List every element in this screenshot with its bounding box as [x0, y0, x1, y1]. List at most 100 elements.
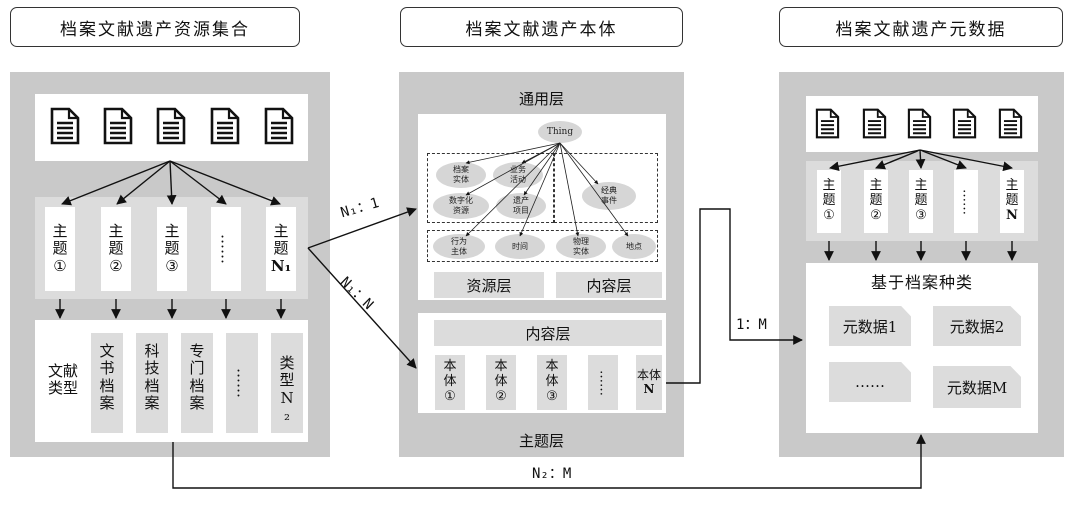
topic-char: 题	[1005, 193, 1019, 209]
thing-link	[523, 142, 561, 196]
topic-char: 主	[1005, 178, 1019, 194]
ontology-number: N	[643, 381, 655, 396]
title-resource-collection-text: 档案文献遗产资源集合	[60, 19, 250, 40]
topic-char: 题	[108, 239, 124, 258]
resource-group-frame	[427, 153, 554, 223]
fan-arrow	[169, 160, 281, 206]
topic-char: 题	[869, 193, 883, 209]
general-layer-label: 通用层	[518, 89, 564, 108]
metadata-topic-box-ellipsis: ……	[954, 170, 978, 233]
ontology-char: 本	[494, 359, 508, 375]
title-metadata: 档案文献遗产元数据	[779, 7, 1063, 47]
thing-link	[559, 142, 580, 237]
topic-char: 题	[822, 193, 836, 209]
n1-to-n-arrow	[307, 247, 417, 369]
resource-layer-label: 资源层	[434, 272, 544, 298]
ontology-number: ③	[546, 388, 558, 404]
fan-arrow	[875, 149, 921, 170]
n2-to-m-arrow	[172, 434, 926, 489]
ontology-ellipsis: ……	[596, 369, 612, 396]
time-node: 时间	[495, 234, 545, 259]
thing-link	[559, 142, 599, 185]
metadata-1-text: 元数据1	[842, 317, 898, 336]
physical-entity-node: 物理 实体	[556, 234, 606, 259]
document-type-label: 文献 类型	[47, 361, 78, 397]
doc-type-text: 类型N₂	[279, 354, 295, 424]
n2-to-m-label: N₂：M	[532, 466, 572, 482]
doc-type-ellipsis: ……	[233, 368, 252, 398]
fan-arrow	[169, 160, 227, 205]
topic-number: N₁	[270, 256, 292, 275]
metadata-ellipsis-card: ……	[829, 362, 911, 402]
topic-number: ②	[109, 256, 123, 275]
topic-char: 主	[108, 222, 124, 241]
place-node: 地点	[612, 234, 656, 259]
title-ontology: 档案文献遗产本体	[400, 7, 683, 47]
doc-type-text: 专门档案	[189, 342, 205, 412]
topic-layer-label: 主题层	[518, 431, 564, 450]
fan-arrow	[919, 149, 1013, 172]
topic-ellipsis: ……	[217, 234, 236, 264]
topic-number: ①	[53, 256, 67, 275]
entity-group-frame	[427, 230, 658, 262]
ontology-number: ②	[495, 388, 507, 404]
fan-arrow	[61, 160, 171, 206]
ontology-box-ellipsis: ……	[588, 355, 618, 410]
metadata-ellipsis-text: ……	[855, 373, 885, 391]
doc-type-box: 专门档案	[181, 333, 213, 433]
fan-arrow	[116, 160, 171, 205]
topic-char: 主	[914, 178, 928, 194]
title-ontology-text: 档案文献遗产本体	[465, 19, 618, 40]
doc-type-box-ellipsis: ……	[226, 333, 258, 433]
document-type-row	[35, 320, 308, 442]
topic-number: ③	[165, 256, 179, 275]
title-metadata-text: 档案文献遗产元数据	[835, 19, 1007, 40]
thing-node: Thing	[538, 121, 582, 143]
content-layer-bar: 内容层	[434, 320, 662, 346]
content-group-frame	[554, 153, 658, 223]
one-to-m-label: 1：M	[736, 317, 767, 333]
metadata-m-text: 元数据M	[946, 378, 1008, 397]
doc-type-box: 科技档案	[136, 333, 168, 433]
thing-link	[559, 142, 629, 237]
topic-ellipsis: ……	[959, 188, 975, 215]
doc-type-text: 文书档案	[99, 342, 115, 412]
topic-char: 主	[164, 222, 180, 241]
ontology-char: 本	[443, 359, 457, 375]
doc-type-box: 文书档案	[91, 333, 123, 433]
classic-event-node: 经典 事件	[582, 182, 636, 210]
topic-box-ellipsis: ……	[211, 207, 241, 291]
archive-entity-node: 档案 实体	[436, 162, 486, 188]
n1-to-1-arrow	[307, 207, 417, 249]
fan-arrow	[915, 149, 926, 169]
fan-arrow	[919, 149, 967, 170]
topic-char: 主	[52, 222, 68, 241]
content-layer-label: 内容层	[556, 272, 662, 298]
topic-number: N	[1006, 207, 1018, 223]
metadata-2-text: 元数据2	[949, 317, 1005, 336]
fan-arrow	[166, 160, 177, 205]
topic-char: 题	[164, 239, 180, 258]
category-title: 基于档案种类	[870, 273, 973, 292]
ontology-char: 体	[545, 374, 559, 390]
title-resource-collection: 档案文献遗产资源集合	[10, 7, 300, 47]
topic-number: ②	[870, 207, 882, 223]
metadata-2-card: 元数据2	[933, 306, 1021, 346]
one-to-m-arrow	[666, 208, 803, 384]
topic-char: 主	[869, 178, 883, 194]
doc-type-box-n2: 类型N₂	[271, 333, 303, 433]
thing-link	[465, 142, 561, 165]
